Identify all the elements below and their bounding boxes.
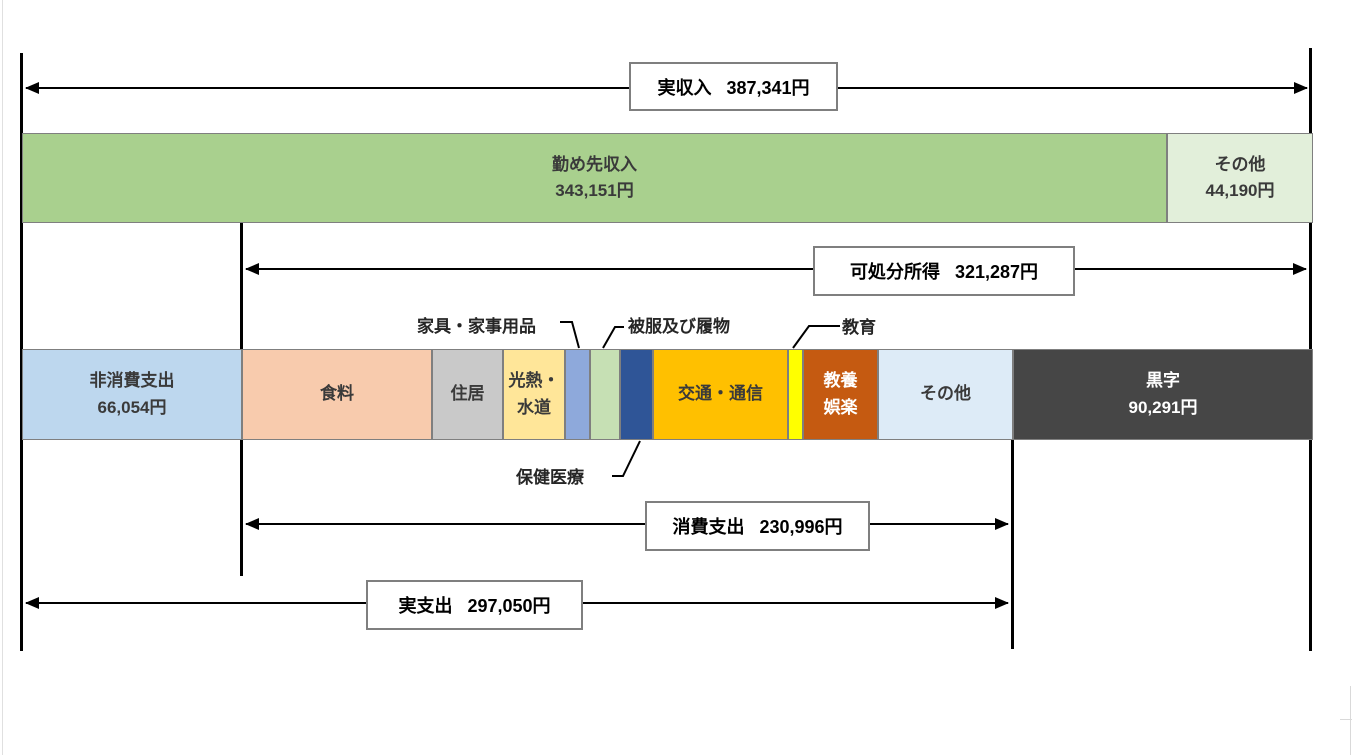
bar-segment-education: [788, 349, 803, 440]
surplus-label: 黒字: [1146, 371, 1180, 391]
callout-furniture-household-goods: 家具・家事用品: [417, 317, 536, 336]
consumption-expenditure-value: 230,996円: [759, 517, 843, 537]
transport-label: 交通・通信: [678, 384, 763, 404]
employment-income-value: 343,151円: [555, 181, 634, 200]
bar-segment-furniture-household-goods: [565, 349, 590, 440]
bar-segment-other-income: その他 44,190円: [1167, 133, 1313, 223]
bar-segment-utilities: 光熱・ 水道: [503, 349, 565, 440]
actual-income-value: 387,341円: [726, 77, 810, 98]
disposable-income-value: 321,287円: [954, 262, 1039, 282]
employment-income-label: 勤め先収入: [552, 154, 637, 174]
callout-health-medical: 保健医療: [516, 468, 584, 487]
bar-segment-non-consumption-expenditure: 非消費支出 66,054円: [22, 349, 242, 440]
bar-segment-other-expenditure: その他: [878, 349, 1013, 440]
bar-segment-housing: 住居: [432, 349, 503, 440]
boundary-line-left: [20, 53, 23, 651]
other-income-value: 44,190円: [1205, 181, 1275, 200]
bar-segment-employment-income: 勤め先収入 343,151円: [22, 133, 1167, 223]
actual-expenditure-label-box: 実支出 297,050円: [366, 580, 583, 630]
callout-clothing-footwear: 被服及び履物: [628, 317, 730, 336]
bar-segment-food: 食料: [242, 349, 432, 440]
food-label: 食料: [320, 384, 354, 404]
page-corner-artifact-vertical: [1350, 686, 1351, 755]
expenditure-bar: 非消費支出 66,054円 食料 住居 光熱・ 水道 交通・通信 教養 娯楽: [22, 349, 1313, 440]
income-bar: 勤め先収入 343,151円 その他 44,190円: [22, 133, 1313, 223]
surplus-value: 90,291円: [1128, 397, 1198, 417]
other-income-label: その他: [1214, 154, 1266, 174]
actual-expenditure-label: 実支出: [398, 596, 453, 616]
bar-segment-clothing-footwear: [590, 349, 620, 440]
utilities-label-line2: 水道: [517, 397, 551, 417]
bar-segment-culture-recreation: 教養 娯楽: [803, 349, 878, 440]
culture-label-line1: 教養: [823, 371, 858, 391]
actual-income-label: 実収入: [657, 77, 712, 98]
other-expenditure-label: その他: [920, 384, 971, 404]
consumption-expenditure-arrow: [245, 518, 1009, 530]
non-consumption-label: 非消費支出: [89, 371, 175, 391]
page-left-edge-line: [2, 0, 3, 755]
disposable-income-arrow: [245, 263, 1307, 275]
boundary-line-surplus-start: [1011, 440, 1014, 649]
disposable-income-label-box: 可処分所得 321,287円: [813, 246, 1075, 296]
bar-segment-health-medical: [620, 349, 653, 440]
utilities-label-line1: 光熱・: [508, 371, 560, 391]
non-consumption-value: 66,054円: [97, 397, 167, 417]
page-corner-artifact-horizontal: [1340, 719, 1352, 720]
bar-segment-transport-communication: 交通・通信: [653, 349, 788, 440]
bar-segment-surplus: 黒字 90,291円: [1013, 349, 1313, 440]
consumption-expenditure-label: 消費支出: [672, 517, 745, 537]
actual-expenditure-value: 297,050円: [467, 596, 551, 616]
actual-income-label-box: 実収入 387,341円: [629, 62, 838, 111]
consumption-expenditure-label-box: 消費支出 230,996円: [645, 501, 870, 551]
housing-label: 住居: [450, 384, 485, 404]
disposable-income-label: 可処分所得: [849, 262, 940, 282]
culture-label-line2: 娯楽: [823, 397, 858, 417]
callout-education: 教育: [842, 318, 876, 337]
